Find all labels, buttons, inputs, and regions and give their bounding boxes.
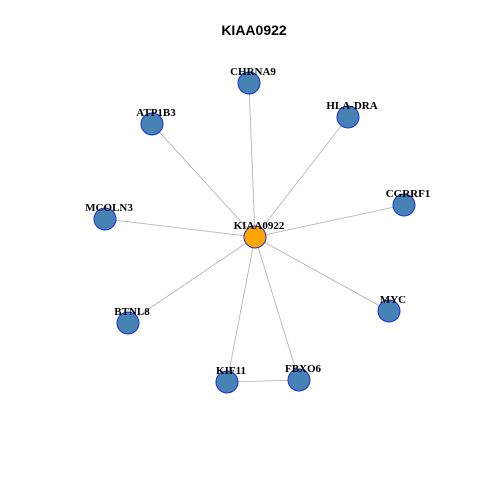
edges-layer: [104, 82, 405, 383]
node-btnl8: [116, 311, 140, 335]
node-label-kif11: KIF11: [216, 365, 246, 377]
node-fbxo6: [287, 368, 311, 392]
edge-kiaa0922-fbxo6: [254, 236, 300, 381]
edge-kiaa0922-hla-dra: [254, 116, 349, 238]
node-kif11: [215, 370, 239, 394]
node-label-fbxo6: FBXO6: [285, 363, 322, 375]
edge-kiaa0922-cgrrf1: [254, 204, 405, 238]
nodes-layer: [93, 71, 416, 394]
edge-kiaa0922-kif11: [226, 236, 256, 383]
node-label-cgrrf1: CGRRF1: [386, 188, 431, 200]
graph-title: KIAA0922: [221, 22, 287, 38]
edge-kif11-fbxo6: [226, 379, 300, 383]
node-myc: [377, 299, 401, 323]
node-cgrrf1: [392, 193, 416, 217]
node-kiaa0922: [243, 225, 267, 249]
edge-kiaa0922-atp1b3: [151, 123, 256, 238]
node-label-mcoln3: MCOLN3: [85, 202, 133, 214]
node-label-btnl8: BTNL8: [114, 306, 150, 318]
node-label-kiaa0922: KIAA0922: [234, 220, 285, 232]
node-hla-dra: [336, 105, 360, 129]
node-label-hla-dra: HLA-DRA: [326, 100, 377, 112]
edge-kiaa0922-myc: [254, 236, 390, 312]
edge-kiaa0922-mcoln3: [104, 218, 256, 238]
node-label-atp1b3: ATP1B3: [136, 107, 176, 119]
node-mcoln3: [93, 207, 117, 231]
edge-kiaa0922-chrna9: [248, 82, 256, 238]
edge-kiaa0922-btnl8: [127, 236, 256, 324]
node-chrna9: [237, 71, 261, 95]
node-label-myc: MYC: [380, 294, 406, 306]
node-atp1b3: [140, 112, 164, 136]
node-label-chrna9: CHRNA9: [230, 66, 276, 78]
